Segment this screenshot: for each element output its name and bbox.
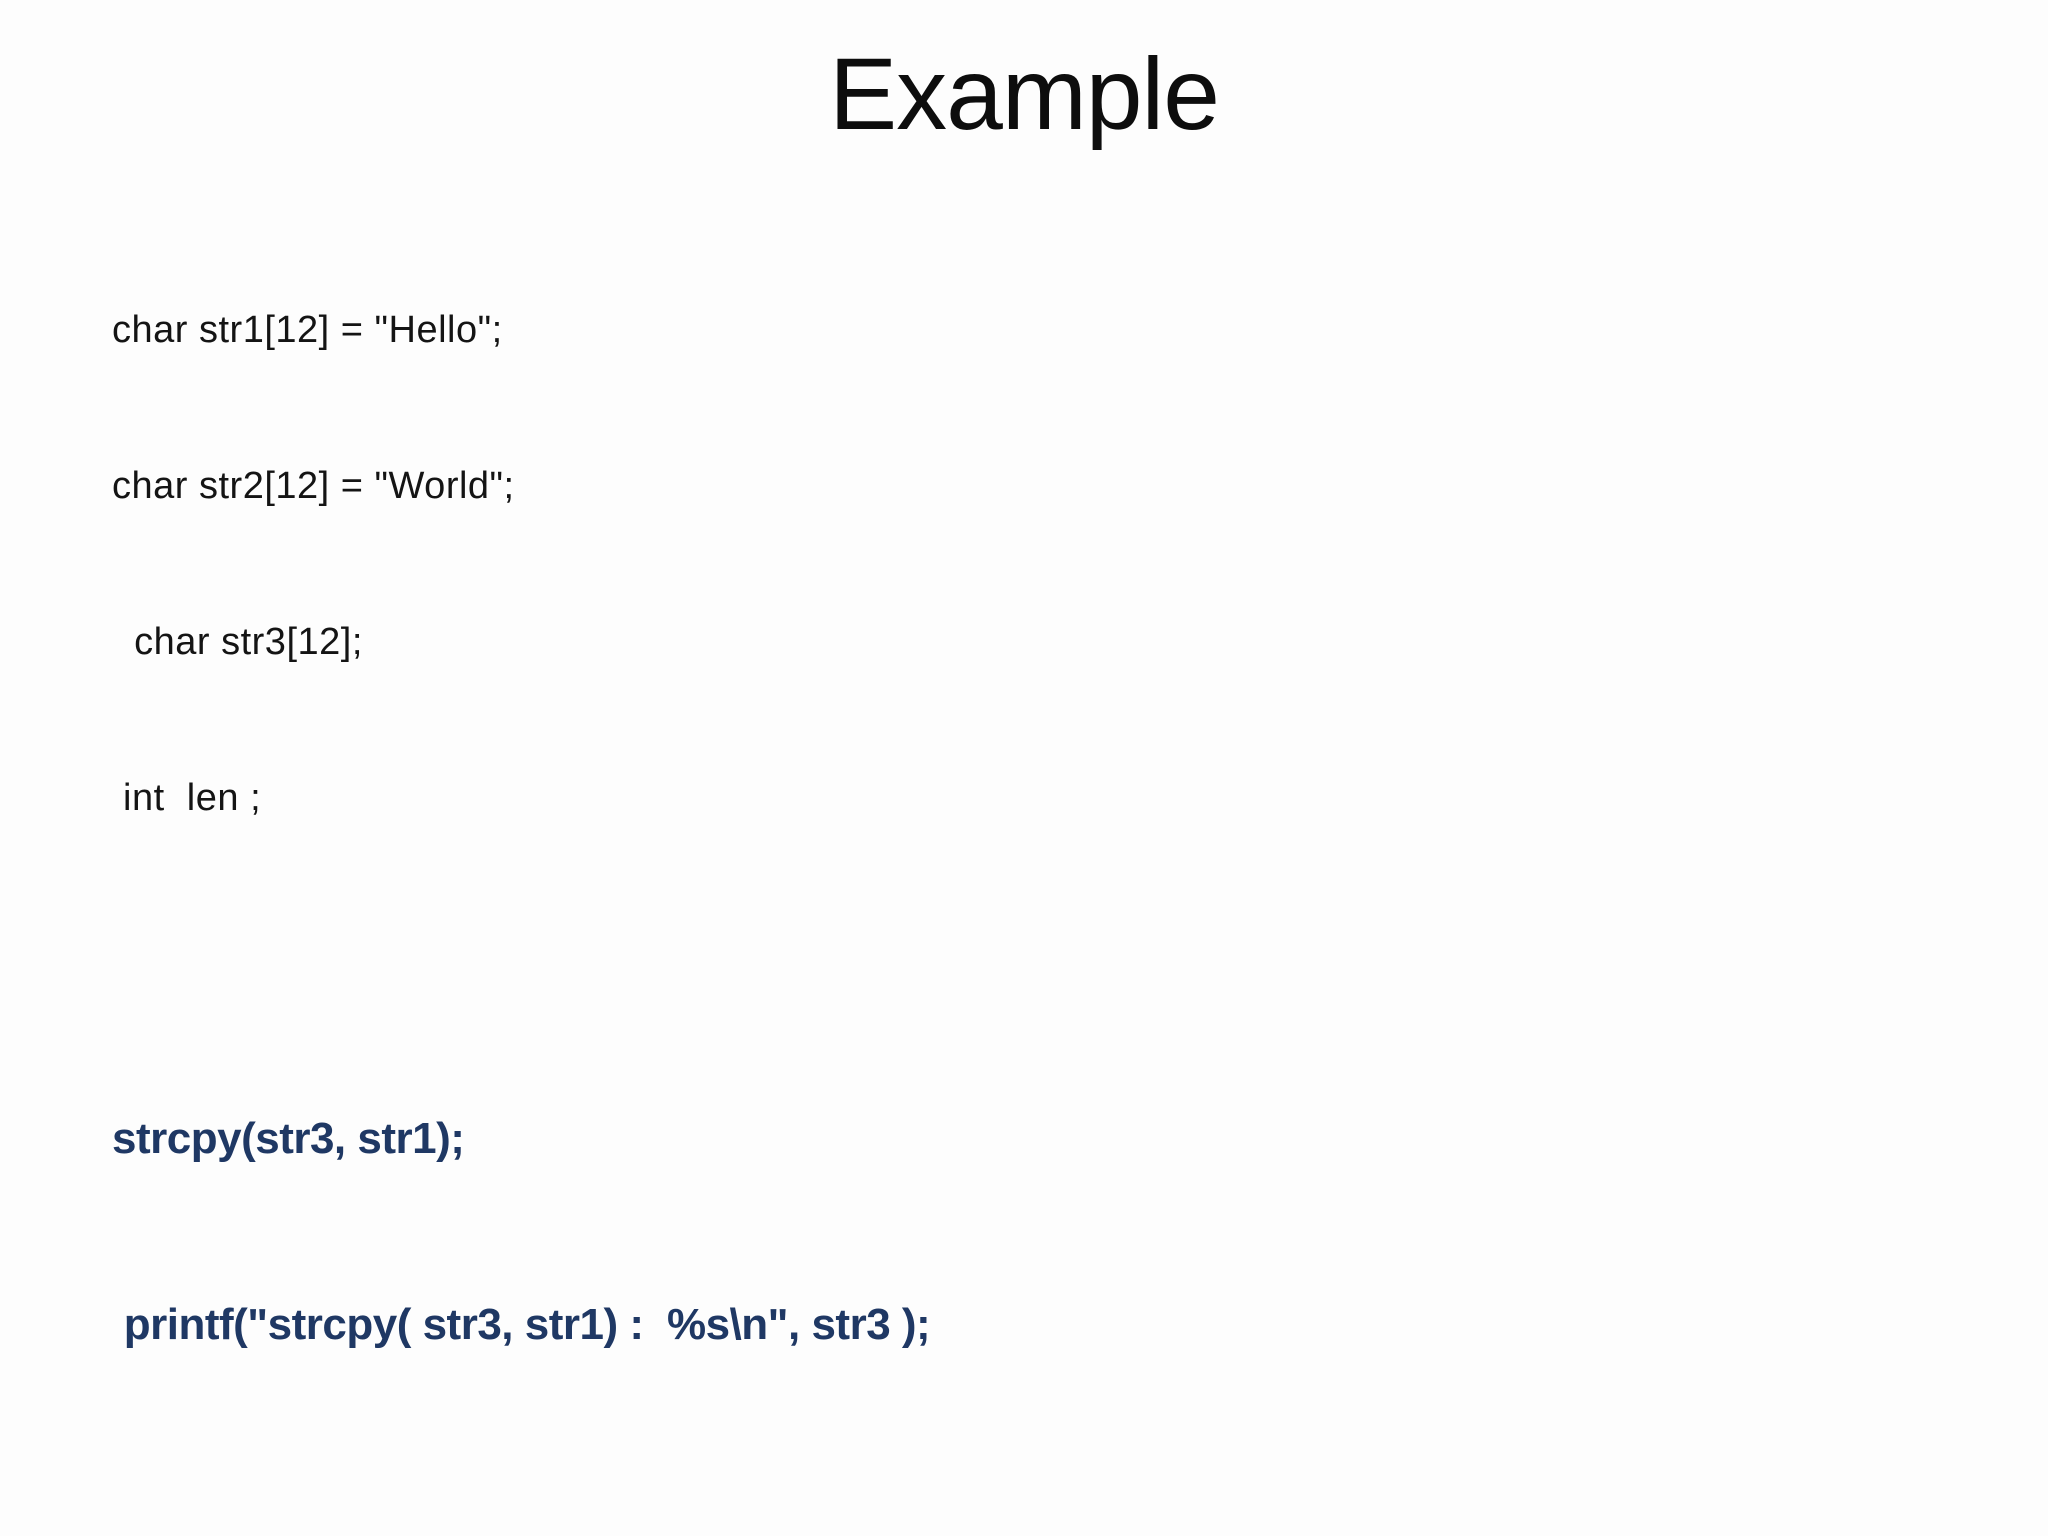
code-line: char str2[12] = "World"; — [112, 465, 515, 507]
code-line: strcpy(str3, str1); — [112, 1114, 465, 1163]
code-area: char str1[12] = "Hello"; char str2[12] =… — [112, 200, 931, 1536]
code-line: int len ; — [112, 777, 262, 819]
code-line: printf("strcpy( str3, str1) : %s\n", str… — [112, 1300, 931, 1349]
code-line: char str3[12]; — [112, 621, 363, 663]
page-title: Example — [829, 37, 1220, 151]
code-block-declarations: char str1[12] = "Hello"; char str2[12] =… — [112, 200, 930, 928]
code-line: char str1[12] = "Hello"; — [112, 309, 503, 351]
code-block-strcpy: strcpy(str3, str1); printf("strcpy( str3… — [112, 984, 931, 1480]
